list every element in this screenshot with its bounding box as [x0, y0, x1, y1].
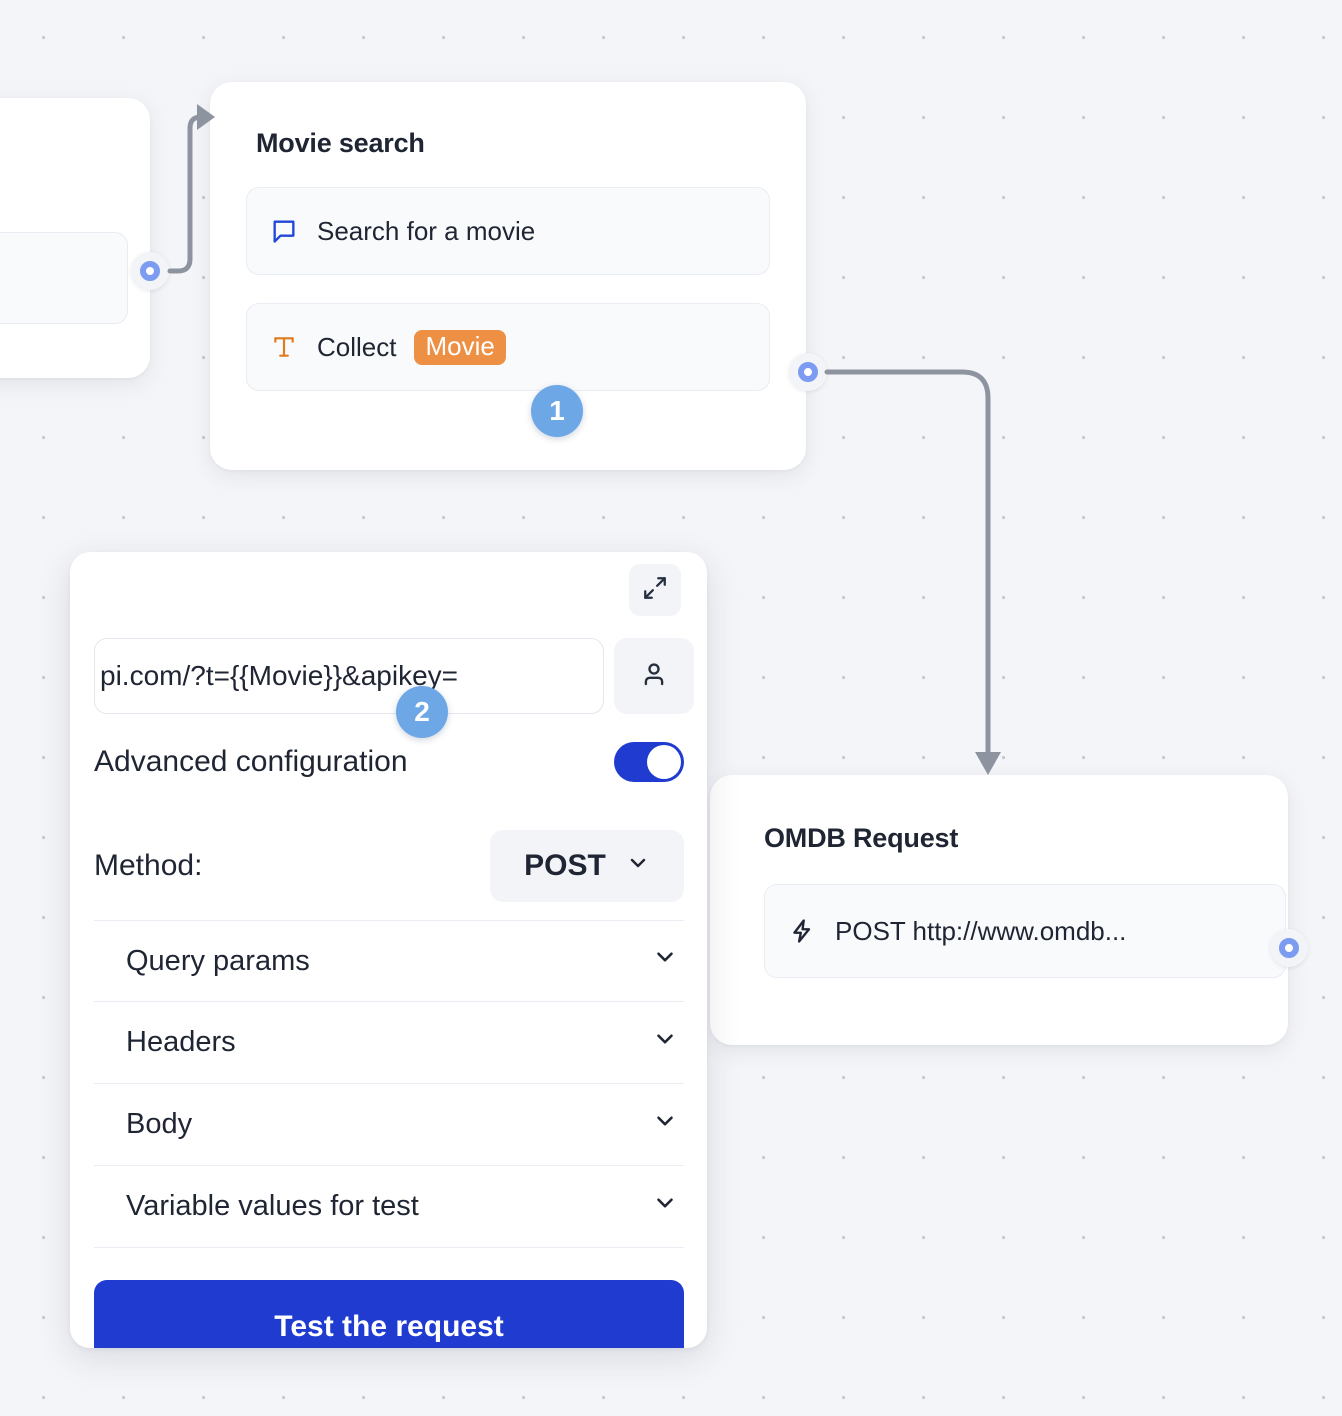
person-icon	[639, 659, 669, 694]
omdb-request-row-label: POST http://www.omdb...	[835, 915, 1127, 946]
movie-search-node[interactable]: Movie search Search for a movie Collect …	[210, 82, 806, 470]
accordion-item-query-params[interactable]: Query params	[94, 920, 684, 1002]
advanced-configuration-label: Advanced configuration	[94, 745, 408, 778]
chevron-down-icon[interactable]	[652, 1108, 678, 1142]
accordion-label: Headers	[126, 1026, 236, 1058]
method-label: Method:	[94, 849, 203, 882]
accordion-item-body[interactable]: Body	[94, 1084, 684, 1166]
movie-search-row-collect[interactable]: Collect Movie	[246, 303, 770, 391]
movie-search-row-collect-label: Collect	[317, 331, 397, 362]
accordion-item-variable-values[interactable]: Variable values for test	[94, 1166, 684, 1248]
advanced-configuration-row[interactable]: Advanced configuration	[94, 742, 684, 782]
expand-diagonal-icon	[642, 575, 668, 606]
accordion-label: Variable values for test	[126, 1190, 419, 1222]
test-request-button[interactable]: Test the request	[94, 1280, 684, 1348]
port-omdb-node-output[interactable]	[1270, 929, 1308, 967]
chevron-down-icon[interactable]	[652, 944, 678, 978]
chat-bubble-icon	[269, 217, 299, 245]
method-row: Method: POST	[94, 830, 684, 902]
movie-search-row-search[interactable]: Search for a movie	[246, 187, 770, 275]
variable-tag-movie[interactable]: Movie	[414, 329, 506, 365]
edge-movie-to-omdb	[824, 369, 991, 755]
chevron-down-icon[interactable]	[652, 1026, 678, 1060]
edge-arrow-to-omdb	[975, 752, 1001, 775]
step-marker-2: 2	[396, 686, 448, 738]
config-accordion: Query params Headers Body Variable value…	[94, 920, 684, 1248]
omdb-request-title: OMDB Request	[764, 823, 959, 853]
method-value: POST	[524, 849, 606, 882]
omdb-request-row[interactable]: POST http://www.omdb...	[764, 884, 1286, 978]
chevron-down-icon[interactable]	[652, 1190, 678, 1224]
request-url-value: pi.com/?t={{Movie}}&apikey=	[100, 660, 459, 691]
expand-panel-button[interactable]	[629, 564, 681, 616]
port-partial-node-output[interactable]	[131, 252, 169, 290]
port-movie-node-output[interactable]	[789, 353, 827, 391]
lightning-bolt-icon	[787, 917, 817, 945]
request-config-panel[interactable]: pi.com/?t={{Movie}}&apikey= Advanced con…	[70, 552, 707, 1348]
step-marker-1: 1	[531, 385, 583, 437]
accordion-label: Query params	[126, 944, 310, 977]
movie-search-title: Movie search	[256, 128, 425, 158]
accordion-label: Body	[126, 1108, 193, 1140]
auth-user-button[interactable]	[614, 638, 694, 714]
request-url-input[interactable]: pi.com/?t={{Movie}}&apikey=	[94, 638, 604, 714]
advanced-configuration-toggle[interactable]	[614, 742, 684, 782]
toggle-knob	[647, 745, 681, 779]
accordion-item-headers[interactable]: Headers	[94, 1002, 684, 1084]
method-select[interactable]: POST	[490, 830, 684, 902]
chevron-down-icon	[626, 849, 650, 883]
edge-partial-to-movie	[167, 114, 204, 274]
movie-search-row-search-label: Search for a movie	[317, 215, 536, 246]
omdb-request-node[interactable]: OMDB Request POST http://www.omdb...	[710, 775, 1288, 1045]
partial-node-row[interactable]	[0, 232, 128, 324]
text-type-icon	[269, 334, 299, 360]
url-row[interactable]: pi.com/?t={{Movie}}&apikey=	[94, 638, 694, 714]
partial-node-card[interactable]	[0, 98, 150, 378]
